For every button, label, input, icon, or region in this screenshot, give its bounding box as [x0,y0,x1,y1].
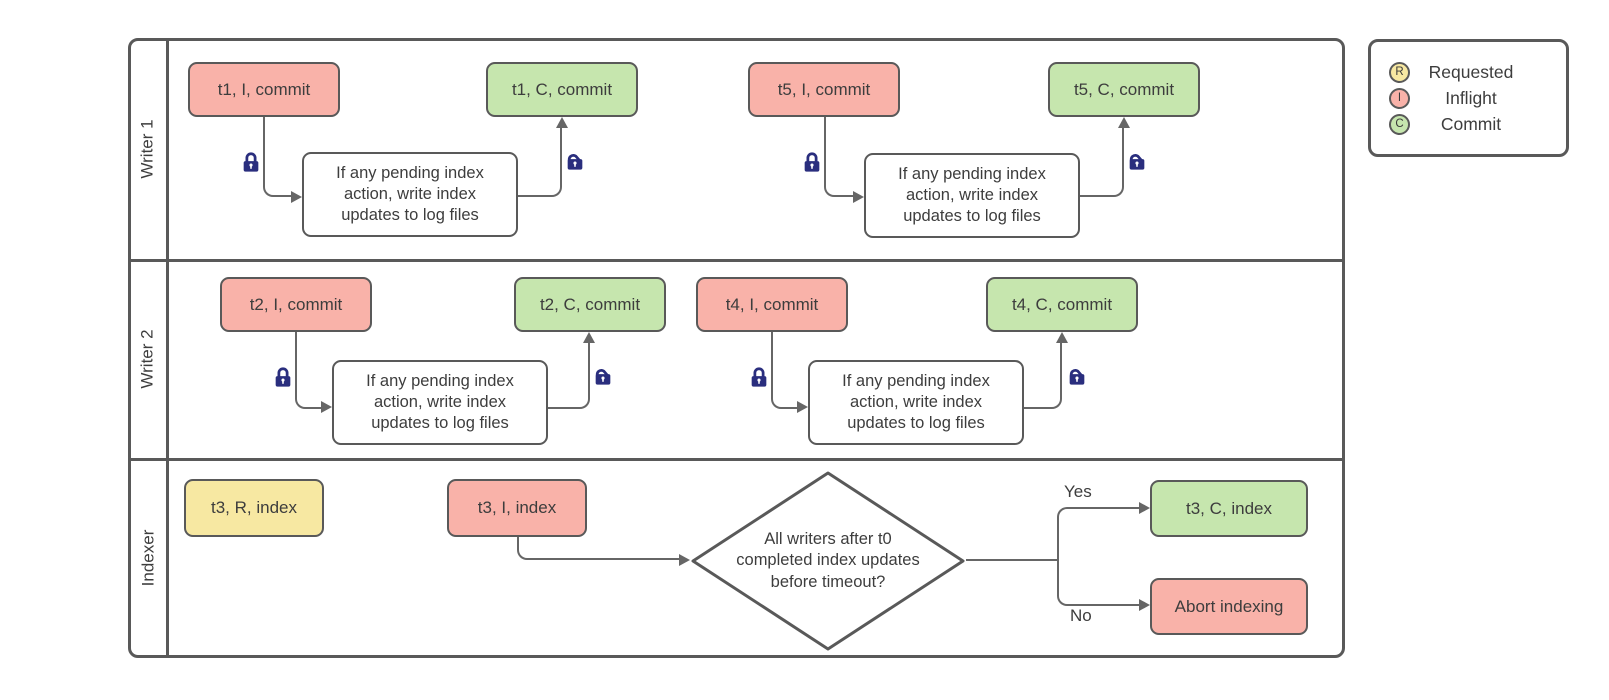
lock-closed-icon [243,152,259,172]
connector [517,537,680,560]
process-line: action, write index [905,186,1039,205]
node-t1-inflight: t1, I, commit [188,62,340,117]
connector [966,559,1057,561]
node-process-writer1-a: If any pending index action, write index… [302,152,518,237]
process-line: If any pending index [336,164,484,183]
arrowhead-icon [1118,117,1130,128]
connector [1024,341,1062,409]
process-line: If any pending index [842,372,990,391]
node-t3-inflight: t3, I, index [447,479,587,537]
lane-label-text: Writer 2 [138,328,158,389]
node-t3-commit: t3, C, index [1150,480,1308,537]
connector [518,126,562,197]
node-t2-commit: t2, C, commit [514,277,666,332]
connector [263,117,292,197]
connector [824,117,853,197]
branch-label-yes: Yes [1064,482,1092,501]
lane-label-text: Writer 1 [138,118,158,179]
arrowhead-icon [1139,502,1150,514]
lock-open-icon [567,154,583,170]
process-line: updates to log files [903,206,1041,225]
connector [771,332,799,409]
lane-label-writer2: Writer 2 [128,259,168,458]
process-line: If any pending index [898,165,1046,184]
decision-line: completed index updates [736,551,920,570]
process-line: action, write index [849,393,983,412]
arrowhead-icon [797,401,808,413]
decision-diamond: All writers after t0 completed index upd… [690,471,966,651]
lane-label-indexer: Indexer [128,458,168,658]
node-process-writer2-b: If any pending index action, write index… [808,360,1024,445]
node-t1-commit: t1, C, commit [486,62,638,117]
process-line: updates to log files [847,413,985,432]
lock-open-icon [1069,369,1085,385]
legend-item-requested: R Requested [1389,61,1566,83]
inflight-badge-icon: I [1389,87,1410,109]
diamond-shape [691,471,965,651]
branch-label-no: No [1070,606,1092,625]
process-line: action, write index [343,185,477,204]
legend-label: Commit [1440,113,1502,134]
lock-open-icon [1129,154,1145,170]
lock-open-icon [595,369,611,385]
arrowhead-icon [583,332,595,343]
connector [1057,561,1145,606]
node-process-writer2-a: If any pending index action, write index… [332,360,548,445]
decision-line: All writers after t0 [764,529,892,548]
legend: R Requested I Inflight C Commit [1368,39,1569,157]
node-t3-requested: t3, R, index [184,479,324,537]
legend-label: Requested [1428,61,1514,82]
process-line: updates to log files [371,413,509,432]
node-t4-inflight: t4, I, commit [696,277,848,332]
lane-separator [128,259,1345,262]
arrowhead-icon [1056,332,1068,343]
node-abort-indexing: Abort indexing [1150,578,1308,635]
node-t4-commit: t4, C, commit [986,277,1138,332]
decision-line: before timeout? [770,572,886,591]
legend-label: Inflight [1445,87,1497,108]
lane-label-text: Indexer [138,529,158,587]
lane-separator [128,458,1345,461]
commit-badge-icon: C [1389,113,1410,135]
node-process-writer1-b: If any pending index action, write index… [864,153,1080,238]
arrowhead-icon [556,117,568,128]
lane-label-writer1: Writer 1 [128,38,168,259]
legend-item-inflight: I Inflight [1389,87,1566,109]
arrowhead-icon [321,401,332,413]
decision-text: All writers after t0 completed index upd… [690,471,966,651]
process-line: action, write index [373,393,507,412]
lock-closed-icon [275,367,291,387]
process-line: updates to log files [341,205,479,224]
node-t5-commit: t5, C, commit [1048,62,1200,117]
lock-closed-icon [751,367,767,387]
arrowhead-icon [679,554,690,566]
node-t5-inflight: t5, I, commit [748,62,900,117]
connector [1080,126,1124,197]
arrowhead-icon [291,191,302,203]
requested-badge-icon: R [1389,61,1410,83]
connector [1057,507,1145,561]
arrowhead-icon [1139,599,1150,611]
lane-label-divider [166,38,169,658]
legend-item-commit: C Commit [1389,113,1566,135]
process-line: If any pending index [366,372,514,391]
connector [548,341,590,409]
connector [295,332,323,409]
node-t2-inflight: t2, I, commit [220,277,372,332]
lock-closed-icon [804,152,820,172]
arrowhead-icon [853,191,864,203]
